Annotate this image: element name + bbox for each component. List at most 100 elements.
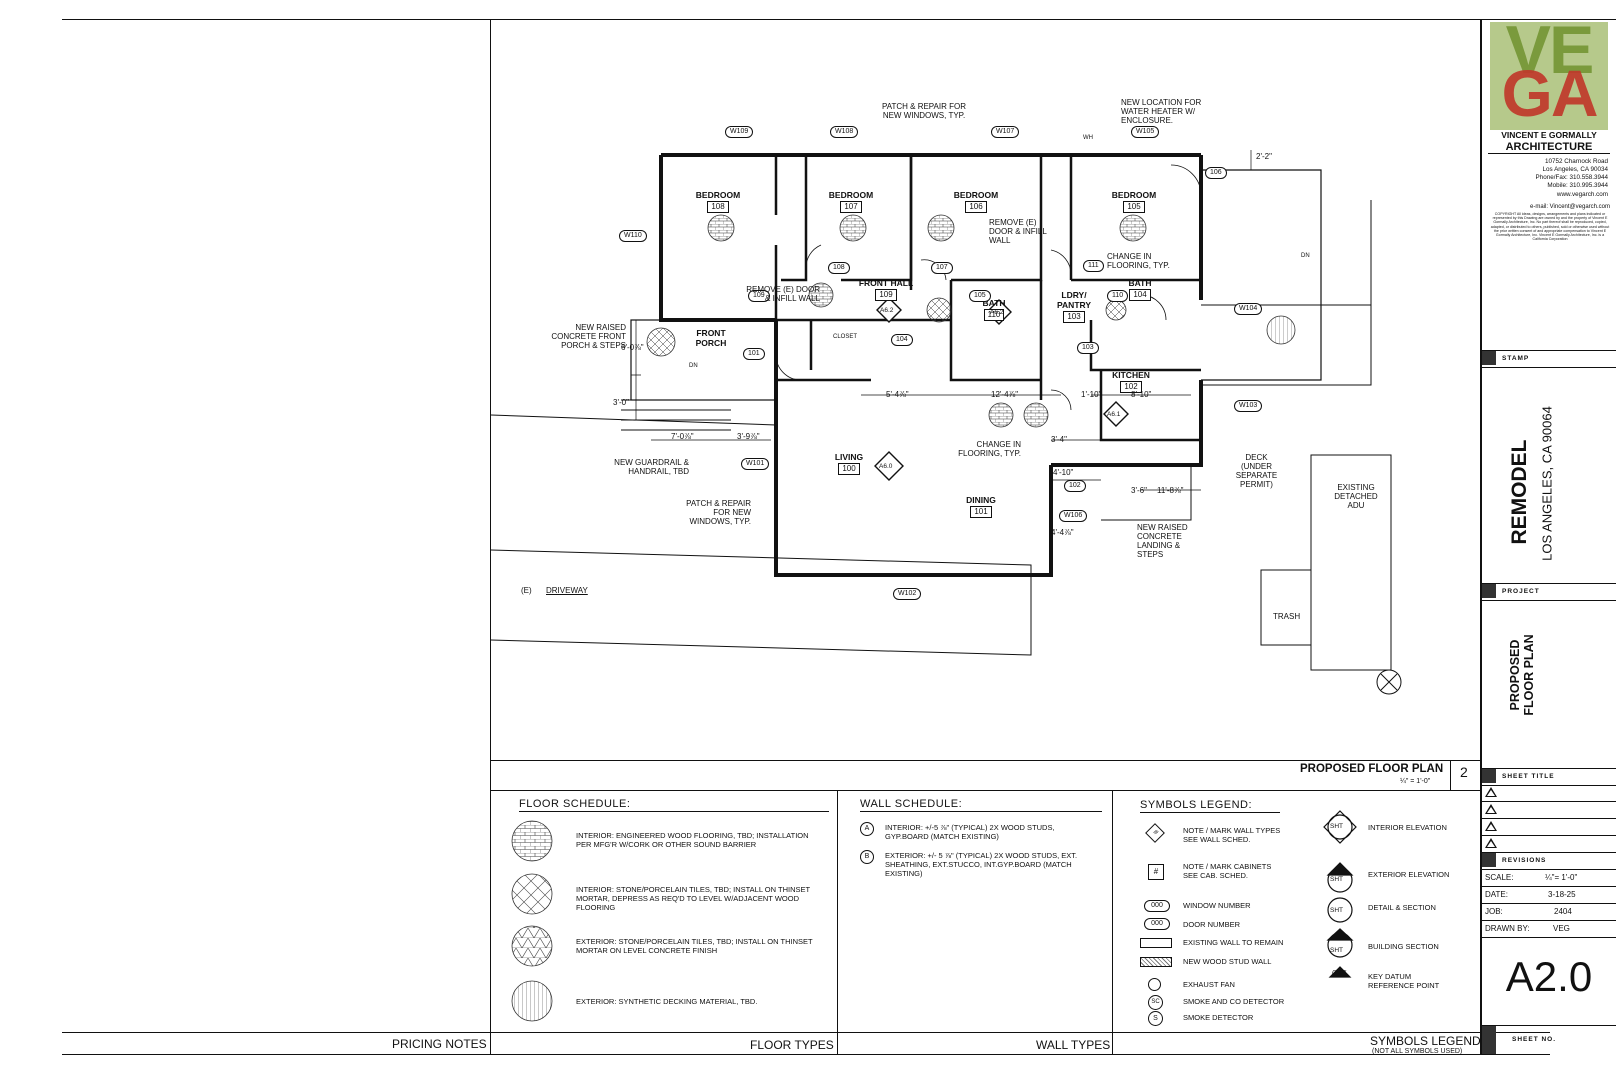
pricing-notes-label: PRICING NOTES: [392, 1037, 487, 1051]
sheet-title-header-line: [1482, 768, 1616, 769]
dimension-label: 3'-4": [1051, 435, 1067, 444]
exterior-elevation-icon: SHT: [1330, 876, 1343, 883]
smoke-co-detector-icon: SC: [1148, 995, 1163, 1010]
new-wall-icon: [1140, 957, 1172, 967]
symbols-legend-sublabel: (NOT ALL SYMBOLS USED): [1372, 1048, 1463, 1055]
door-tag: 108: [828, 262, 850, 274]
dimension-label: 3'-0": [613, 398, 629, 407]
stamp-label: STAMP: [1502, 355, 1530, 362]
firm-name-2: ARCHITECTURE: [1488, 141, 1610, 154]
door-tag: 109: [748, 290, 770, 302]
door-tag: 103: [1077, 342, 1099, 354]
floor-schedule-item-2: INTERIOR: STONE/PORCELAIN TILES, TBD; IN…: [576, 885, 810, 912]
revision-row-line: [1482, 818, 1616, 819]
existing-wall-icon: [1140, 938, 1172, 948]
window-tag: W101: [741, 458, 770, 470]
title-block: VE GA VINCENT E GORMALLY ARCHITECTURE 10…: [1482, 16, 1616, 1055]
window-tag: W103: [1234, 400, 1263, 412]
legend-datum-point: KEY DATUM REFERENCE POINT: [1368, 972, 1440, 990]
project-footer-line: [1482, 600, 1616, 601]
firm-address-1: 10752 Charnock Road: [1544, 158, 1608, 165]
sheet-no-tab: [1482, 1026, 1496, 1054]
revision-row-line: [1482, 835, 1616, 836]
section-marker-label: A6.0: [879, 463, 893, 470]
legend-existing-wall: EXISTING WALL TO REMAIN: [1183, 938, 1284, 947]
revisions-header-line: [1482, 852, 1616, 853]
note-driveway: DRIVEWAY: [546, 586, 588, 595]
sheet-number: A2.0: [1505, 953, 1593, 1000]
note-deck: DECK (UNDER SEPARATE PERMIT): [1235, 453, 1278, 489]
legend-smoke-co: SMOKE AND CO DETECTOR: [1183, 997, 1285, 1006]
plan-scale: ¼" = 1'-0": [1400, 778, 1431, 785]
firm-email: e-mail: Vincent@vegarch.com: [1529, 204, 1610, 210]
pricing-notes-divider: [490, 19, 491, 1055]
floor-schedule-item-1: INTERIOR: ENGINEERED WOOD FLOORING, TBD;…: [576, 831, 809, 849]
door-tag: 101: [743, 348, 765, 360]
date-label: DATE:: [1485, 890, 1508, 899]
door-tag: 111: [1083, 260, 1104, 272]
job-label: JOB:: [1485, 907, 1503, 916]
wall-type-a-icon: A: [860, 822, 874, 836]
dimension-label: 5'-4⅞": [886, 390, 909, 399]
wall-type-note-icon: #: [1145, 823, 1165, 843]
note-change-flooring-2: CHANGE IN FLOORING, TYP.: [958, 440, 1021, 458]
info-row-line: [1482, 937, 1616, 938]
note-landing-steps: NEW RAISED CONCRETE LANDING & STEPS: [1137, 523, 1188, 559]
door-number-icon: 000: [1144, 918, 1170, 930]
legend-cabinet-note: NOTE / MARK CABINETS SEE CAB. SCHED.: [1183, 862, 1272, 880]
interior-elevation-icon: SHT: [1330, 823, 1343, 830]
sheet-no-header-line: [1482, 1025, 1616, 1026]
stamp-footer-line: [1482, 367, 1616, 368]
wall-schedule-title: WALL SCHEDULE:: [860, 798, 1102, 812]
symbols-legend-label: SYMBOLS LEGEND: [1370, 1034, 1481, 1048]
dimension-label: 6'-0⅞": [621, 343, 644, 352]
project-tab: [1482, 584, 1496, 598]
symbols-legend-title: SYMBOLS LEGEND:: [1140, 799, 1280, 813]
note-guardrail: NEW GUARDRAIL & HANDRAIL, TBD: [614, 458, 689, 476]
window-tag: W105: [1131, 126, 1160, 138]
floor-schedule-title: FLOOR SCHEDULE:: [519, 798, 829, 812]
door-tag: 102: [1064, 480, 1086, 492]
note-patch-repair-top: PATCH & REPAIR FOR NEW WINDOWS, TYP.: [881, 102, 966, 120]
project-location: LOS ANGELES, CA 90064: [1539, 406, 1555, 561]
project-label: PROJECT: [1502, 588, 1540, 595]
sheet-title-line-1: PROPOSED: [1508, 639, 1522, 711]
dimension-label: 4'-4⅞": [1051, 528, 1074, 537]
legend-window-number: WINDOW NUMBER: [1183, 901, 1251, 910]
legend-door-number: DOOR NUMBER: [1183, 920, 1241, 929]
plan-number-divider: [1450, 760, 1451, 790]
door-tag: 104: [891, 334, 913, 346]
dimension-label: 7'-0⅞": [671, 432, 694, 441]
note-front-porch: NEW RAISED CONCRETE FRONT PORCH & STEPS: [551, 323, 626, 350]
dimension-label: 12'-4⅞": [991, 390, 1019, 399]
dimension-label: 11'-8⅞": [1157, 486, 1184, 495]
window-tag: W106: [1059, 510, 1088, 522]
window-number-icon: 000: [1144, 900, 1170, 912]
sheet-title-label: SHEET TITLE: [1502, 773, 1555, 780]
door-tag: 106: [1205, 167, 1227, 179]
note-remove-door-109: REMOVE (E) DOOR & INFILL WALL: [746, 285, 820, 303]
wall-type-b-icon: B: [860, 850, 874, 864]
info-row-line: [1482, 886, 1616, 887]
note-closet: CLOSET: [833, 334, 858, 340]
note-trash: TRASH: [1273, 612, 1301, 621]
revision-row-line: [1482, 785, 1616, 786]
info-row-line: [1482, 903, 1616, 904]
firm-name-1: VINCENT E GORMALLY: [1501, 130, 1597, 140]
exhaust-fan-icon: [1148, 978, 1161, 991]
job-value: 2404: [1554, 907, 1572, 916]
stamp-tab: [1482, 351, 1496, 365]
schedule-divider-1: [837, 790, 838, 1055]
revision-delta-inner: [1487, 824, 1495, 830]
note-change-flooring-1: CHANGE IN FLOORING, TYP.: [1107, 252, 1170, 270]
firm-address-2: Los Angeles, CA 90034: [1542, 166, 1608, 173]
floor-schedule-item-4: EXTERIOR: SYNTHETIC DECKING MATERIAL, TB…: [576, 997, 758, 1006]
drawn-by-value: VEG: [1553, 924, 1570, 933]
